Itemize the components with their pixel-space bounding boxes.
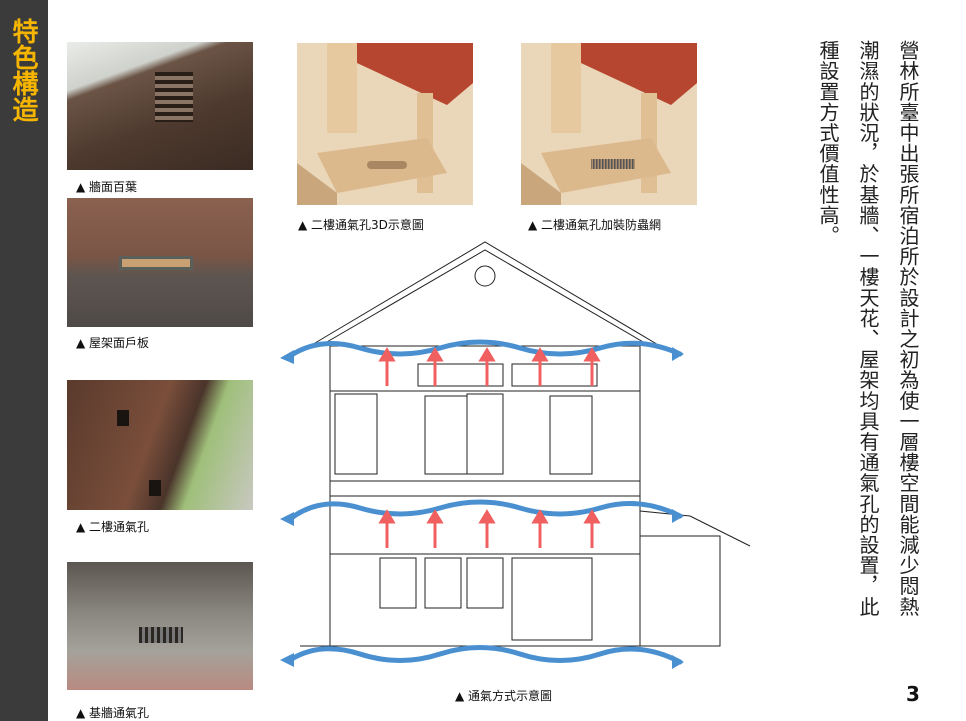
model-caption: ▲ 二樓通氣孔3D示意圖 (298, 218, 424, 232)
photo-caption: ▲ 屋架面戶板 (76, 336, 150, 350)
photo-caption: ▲ 二樓通氣孔 (76, 520, 150, 534)
sidebar: 特色構造 (0, 0, 48, 721)
ventilation-diagram (280, 241, 751, 669)
model-vent-3d (297, 43, 473, 205)
model-caption: ▲ 二樓通氣孔加裝防蟲網 (528, 218, 662, 232)
diagram-caption: ▲ 通氣方式示意圖 (455, 689, 553, 703)
photo-caption: ▲ 牆面百葉 (76, 180, 138, 194)
photo-second-floor-vent (67, 380, 253, 510)
page-number: 3 (906, 682, 920, 706)
body-text-column-1: 營林所臺中出張所宿泊所於設計之初為使一層樓空間能減少悶熱 (896, 40, 920, 617)
section-title: 特色構造 (8, 18, 38, 122)
photo-caption: ▲ 基牆通氣孔 (76, 706, 150, 720)
body-text-column-2: 潮濕的狀況，於基牆、一樓天花、屋架均具有通氣孔的設置，此 (856, 40, 880, 617)
photo-wall-louver (67, 42, 253, 170)
body-text-column-3: 種設置方式價值性高。 (816, 40, 840, 246)
model-vent-insect-screen (521, 43, 697, 205)
photo-roof-board (67, 198, 253, 327)
photo-foundation-vent (67, 562, 253, 690)
